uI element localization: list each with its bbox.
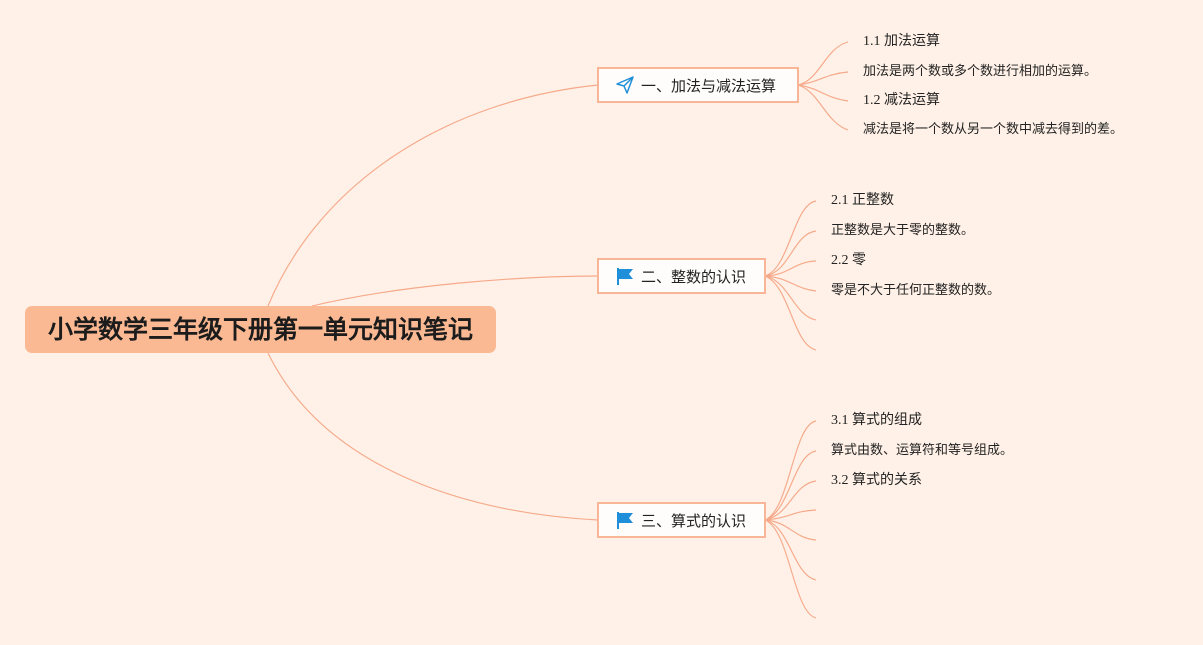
root-to-branch-1-edge xyxy=(267,84,599,307)
branch-2-leaf-3-edge xyxy=(764,260,817,277)
branch-3-leaf-5-edge xyxy=(764,519,817,541)
branch-topic-1-label: 一、加法与减法运算 xyxy=(641,76,777,95)
branch-3-leaf-1-edge xyxy=(764,420,817,521)
branch-2-leaf-2-edge xyxy=(764,230,817,277)
branch-2-leaf-6-edge xyxy=(764,275,817,351)
leaf-1-4[interactable]: 减法是将一个数从另一个数中减去得到的差。 xyxy=(863,122,1124,137)
leaf-1-2[interactable]: 加法是两个数或多个数进行相加的运算。 xyxy=(863,64,1098,79)
leaf-1-1[interactable]: 1.1 加法运算 xyxy=(863,34,940,49)
branch-1-leaf-3-edge xyxy=(797,84,849,102)
leaf-2-4[interactable]: 零是不大于任何正整数的数。 xyxy=(831,283,1001,298)
paper-plane-icon xyxy=(615,75,635,95)
leaf-3-2[interactable]: 算式由数、运算符和等号组成。 xyxy=(831,443,1014,458)
branch-3-leaf-6-edge xyxy=(764,519,817,581)
flag-icon xyxy=(615,266,635,286)
root-to-branch-2-edge xyxy=(311,275,599,307)
branch-topic-3-label: 三、算式的认识 xyxy=(641,511,747,530)
branch-topic-2-label: 二、整数的认识 xyxy=(641,267,747,286)
branch-1-leaf-1-edge xyxy=(797,41,849,86)
leaf-3-3[interactable]: 3.2 算式的关系 xyxy=(831,473,922,488)
flag-icon xyxy=(615,510,635,530)
branch-topic-1[interactable]: 一、加法与减法运算 xyxy=(597,67,799,103)
root-topic[interactable]: 小学数学三年级下册第一单元知识笔记 xyxy=(25,306,496,353)
branch-3-leaf-4-edge xyxy=(764,509,817,521)
branch-3-leaf-3-edge xyxy=(764,480,817,521)
leaf-3-1[interactable]: 3.1 算式的组成 xyxy=(831,413,922,428)
leaf-2-3[interactable]: 2.2 零 xyxy=(831,253,866,268)
leaf-1-3[interactable]: 1.2 减法运算 xyxy=(863,93,940,108)
branch-2-leaf-5-edge xyxy=(764,275,817,321)
branch-3-leaf-2-edge xyxy=(764,450,817,521)
branch-1-leaf-4-edge xyxy=(797,84,849,131)
branch-1-leaf-2-edge xyxy=(797,71,849,86)
branch-3-leaf-7-edge xyxy=(764,519,817,619)
leaf-2-1[interactable]: 2.1 正整数 xyxy=(831,193,894,208)
branch-topic-3[interactable]: 三、算式的认识 xyxy=(597,502,766,538)
leaf-2-2[interactable]: 正整数是大于零的整数。 xyxy=(831,223,975,238)
branch-topic-2[interactable]: 二、整数的认识 xyxy=(597,258,766,294)
root-to-branch-3-edge xyxy=(267,352,599,521)
branch-2-leaf-1-edge xyxy=(764,200,817,277)
branch-2-leaf-4-edge xyxy=(764,275,817,292)
